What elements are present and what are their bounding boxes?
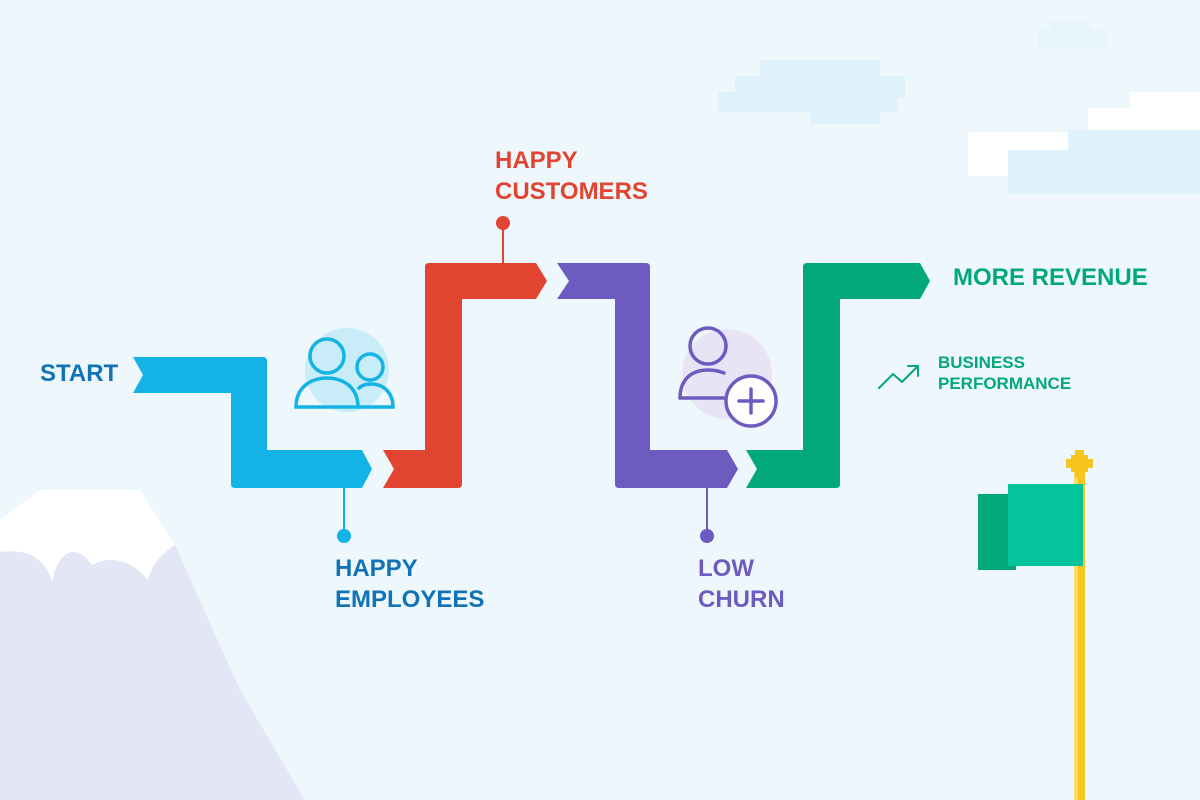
- user-add-icon: [678, 326, 778, 428]
- cloud-right: [968, 92, 1200, 194]
- cloud-center: [718, 60, 905, 124]
- label-business-performance: BUSINESS PERFORMANCE: [938, 353, 1072, 394]
- label-happy-customers: HAPPY CUSTOMERS: [495, 147, 648, 206]
- label-happy-employees: HAPPY EMPLOYEES: [335, 555, 485, 614]
- pin-happy-employees: [337, 488, 351, 543]
- pin-low-churn: [700, 488, 714, 543]
- cloud-top-small: [1038, 20, 1108, 48]
- pin-happy-customers: [496, 216, 510, 263]
- label-start: START: [40, 360, 119, 387]
- path-segment-churn: [557, 263, 738, 488]
- people-group-icon: [294, 328, 395, 412]
- path-segment-revenue: [746, 263, 930, 488]
- trend-up-icon: [878, 365, 919, 389]
- flag-icon: [978, 450, 1093, 800]
- label-more-revenue: MORE REVENUE: [953, 264, 1148, 291]
- path-segment-customers: [383, 263, 547, 488]
- label-low-churn: LOW CHURN: [698, 555, 785, 614]
- path-segment-start: [133, 357, 372, 488]
- mountain: [0, 490, 305, 800]
